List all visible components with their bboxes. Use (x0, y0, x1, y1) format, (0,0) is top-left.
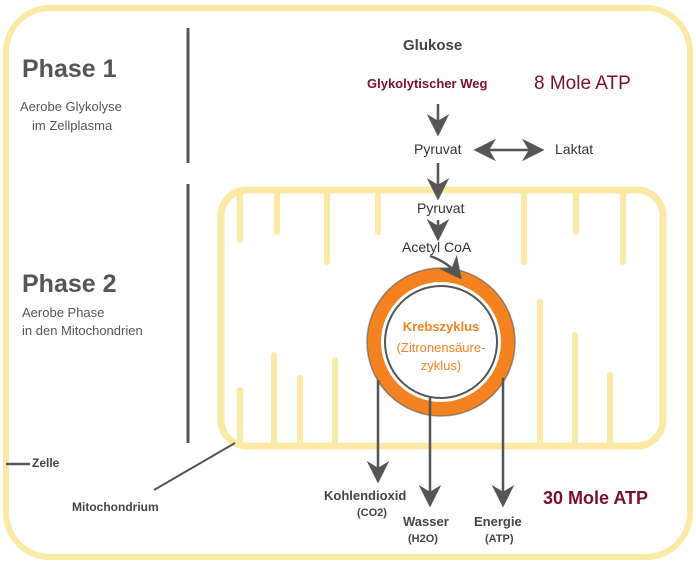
cell-outline (3, 5, 693, 560)
laktat-label: Laktat (555, 141, 594, 157)
glykolytischer-weg-label: Glykolytischer Weg (367, 76, 488, 91)
phase1-title: Phase 1 (22, 55, 117, 83)
mitochondrium-pointer (153, 442, 236, 491)
krebszyklus-label: Krebszyklus (402, 319, 480, 334)
pyruvat2-label: Pyruvat (417, 200, 465, 216)
kohlendioxid-label: Kohlendioxid (324, 488, 407, 503)
mitochondrium-cristae (237, 190, 626, 446)
zelle-label: Zelle (32, 456, 60, 470)
wasser-label: Wasser (403, 514, 449, 529)
energie-label: Energie (474, 514, 522, 529)
krebs-ring-inner (384, 285, 498, 399)
atp-phase1-label: 8 Mole ATP (534, 73, 631, 94)
phase2-desc-line2: in den Mitochondrien (22, 323, 143, 338)
zitronensaeure-line2: zyklus) (420, 358, 462, 373)
phase1-desc-line1: Aerobe Glykolyse (20, 99, 122, 114)
zitronensaeure-line1: (Zitronensäure- (396, 340, 486, 355)
acetyl-coa-label: Acetyl CoA (402, 239, 472, 255)
phase2-desc-line1: Aerobe Phase (22, 305, 105, 320)
phase2-title: Phase 2 (22, 270, 117, 298)
phase1-desc-line2: im Zellplasma (32, 118, 113, 133)
co2-label: (CO2) (357, 507, 387, 519)
atp-phase2-label: 30 Mole ATP (543, 488, 649, 508)
atp-paren-label: (ATP) (485, 533, 514, 545)
mitochondrium-label: Mitochondrium (72, 500, 159, 514)
pyruvat1-label: Pyruvat (414, 141, 462, 157)
arrow-acetyl-krebs (429, 254, 462, 280)
h2o-label: (H2O) (408, 533, 438, 545)
glukose-label: Glukose (403, 37, 463, 54)
